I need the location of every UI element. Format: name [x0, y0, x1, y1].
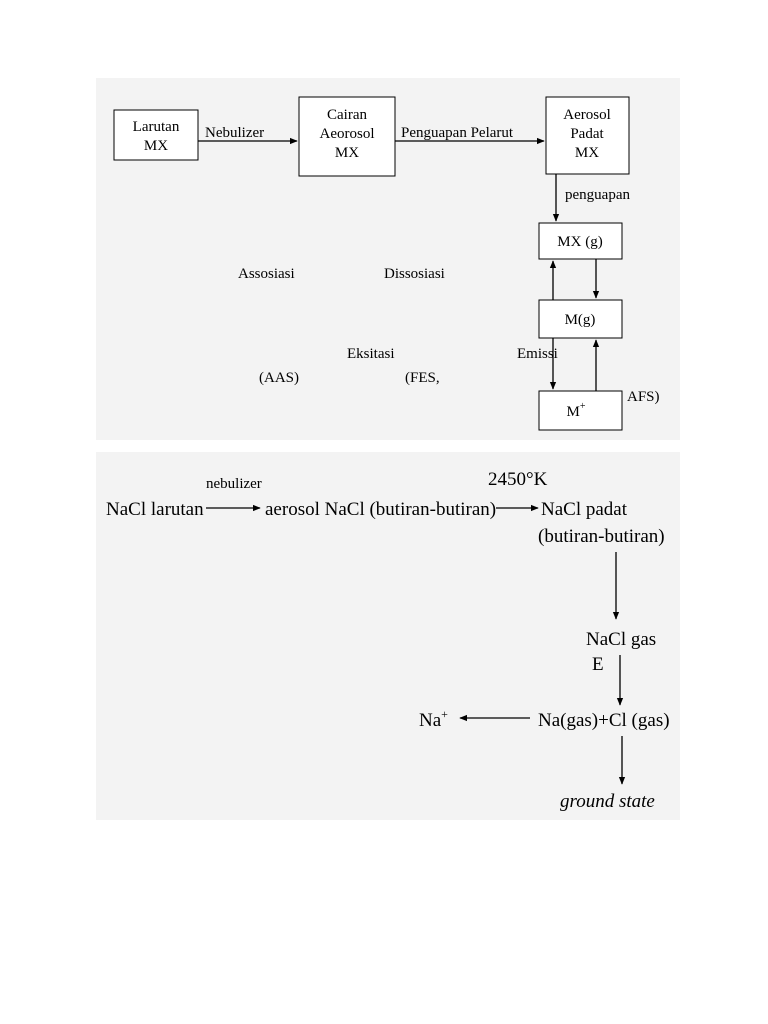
box-aerosol-line3: MX	[575, 145, 599, 161]
box-cairan-line2: Aeorosol	[320, 126, 375, 142]
label-fes: (FES,	[405, 370, 440, 386]
label-emissi: Emissi	[517, 346, 558, 362]
box-cairan-line1: Cairan	[327, 107, 367, 123]
box-larutan-line2: MX	[144, 138, 168, 154]
label-temperature: 2450°K	[488, 469, 548, 490]
label-butiran: (butiran-butiran)	[538, 526, 665, 547]
box-cairan-line3: MX	[335, 145, 359, 161]
bottom-diagram-panel	[96, 452, 680, 820]
label-afs: AFS)	[627, 389, 660, 405]
box-m-g-label: M(g)	[565, 312, 596, 328]
label-aerosol-nacl: aerosol NaCl (butiran-butiran)	[265, 499, 496, 520]
na-plus-superscript: +	[441, 707, 448, 721]
box-larutan-line1: Larutan	[133, 119, 180, 135]
box-aerosol-line2: Padat	[570, 126, 604, 142]
label-nebulizer: nebulizer	[206, 476, 262, 492]
label-dissosiasi: Dissosiasi	[384, 266, 445, 282]
label-na-gas-cl-gas: Na(gas)+Cl (gas)	[538, 710, 670, 731]
label-assosiasi: Assosiasi	[238, 266, 295, 282]
bottom-flow: nebulizer 2450°K NaCl larutan aerosol Na…	[106, 469, 670, 812]
label-nacl-larutan: NaCl larutan	[106, 499, 204, 520]
m-plus-base: M	[567, 404, 580, 420]
box-mx-g	[538, 222, 623, 260]
label-eksitasi: Eksitasi	[347, 346, 395, 362]
m-plus-superscript: +	[580, 401, 586, 412]
box-m-plus	[538, 390, 623, 431]
box-m-plus-label: M+	[567, 401, 586, 420]
box-aerosol-padat-mx	[545, 96, 630, 175]
label-e: E	[592, 654, 604, 675]
box-mx-g-label: MX (g)	[557, 234, 602, 250]
box-larutan-mx	[113, 109, 199, 161]
box-aerosol-line1: Aerosol	[563, 107, 611, 123]
label-nacl-gas: NaCl gas	[586, 629, 656, 650]
box-m-g	[538, 299, 623, 339]
na-plus-base: Na	[419, 710, 442, 731]
label-ground-state: ground state	[560, 791, 655, 812]
arrow-penguapan-label: penguapan	[565, 187, 630, 203]
label-nacl-padat: NaCl padat	[541, 499, 628, 520]
label-na-plus: Na+	[419, 707, 448, 731]
arrow-nebulizer-label: Nebulizer	[205, 125, 264, 141]
top-flow: Larutan MX Nebulizer Cairan Aeorosol MX …	[113, 96, 660, 431]
box-cairan-aeorosol-mx	[298, 96, 396, 177]
label-aas: (AAS)	[259, 370, 299, 386]
arrow-penguapan-pelarut-label: Penguapan Pelarut	[401, 125, 514, 141]
